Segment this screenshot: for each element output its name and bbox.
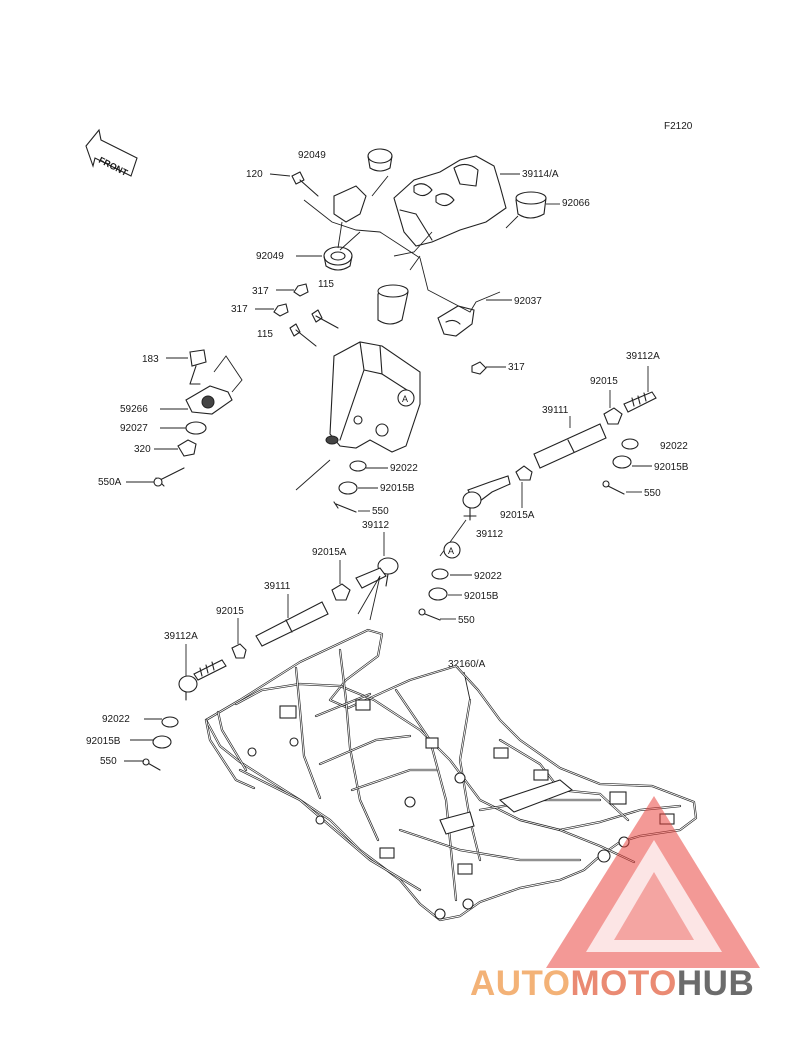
label-550-right: 550 — [644, 488, 661, 499]
bracket-lower-parts — [333, 460, 367, 513]
tie-rod-right-group — [439, 391, 657, 557]
label-550a: 550A — [98, 477, 122, 488]
figure-code: F2120 — [664, 121, 693, 132]
label-317-a: 317 — [252, 286, 269, 297]
label-39112-left: 39112 — [362, 520, 390, 531]
label-92049-mid: 92049 — [256, 251, 284, 262]
label-92015a-left: 92015A — [312, 547, 347, 558]
label-92015a-right: 92015A — [500, 510, 535, 521]
main-frame — [204, 628, 698, 922]
label-92015b-ctr: 92015B — [464, 591, 499, 602]
label-39112-right: 39112 — [476, 529, 504, 540]
center-small-parts — [418, 568, 449, 621]
label-59266: 59266 — [120, 404, 148, 415]
label-317-b: 317 — [231, 304, 248, 315]
label-92015b-right: 92015B — [654, 462, 689, 473]
watermark-logo-icon — [546, 796, 760, 968]
label-320: 320 — [134, 444, 151, 455]
label-39111-left: 39111 — [264, 581, 291, 592]
label-39114a: 39114/A — [522, 169, 559, 180]
label-39112a-right: 39112A — [626, 351, 660, 362]
label-92022-ctr: 92022 — [474, 571, 502, 582]
label-39111-right: 39111 — [542, 405, 569, 416]
watermark-part-moto: MOTO — [571, 964, 677, 1003]
label-550-ctr: 550 — [458, 615, 475, 626]
label-92022-left: 92022 — [102, 714, 130, 725]
tie-rod-left-group — [142, 557, 399, 771]
label-317-c: 317 — [508, 362, 525, 373]
callout-a-lower-text: A — [448, 546, 454, 556]
label-39112a-left: 39112A — [164, 631, 198, 642]
label-92022-right: 92022 — [660, 441, 688, 452]
svg-text:AUTOMOTOHUB: AUTOMOTOHUB — [470, 964, 754, 1003]
label-550-mid: 550 — [372, 506, 389, 517]
label-115-mid: 115 — [257, 329, 273, 340]
label-92022-mid: 92022 — [390, 463, 418, 474]
label-92015-left: 92015 — [216, 606, 244, 617]
callout-a-lower — [443, 541, 461, 559]
label-183: 183 — [142, 354, 159, 365]
label-92037: 92037 — [514, 296, 542, 307]
label-120: 120 — [246, 169, 263, 180]
handlebar-holder-group: A — [273, 148, 547, 491]
label-92015b-mid: 92015B — [380, 483, 415, 494]
label-550-left: 550 — [100, 756, 117, 767]
label-92027: 92027 — [120, 423, 148, 434]
label-32160a: 32160/A — [448, 659, 486, 670]
label-92015b-left: 92015B — [86, 736, 121, 747]
label-115-top: 115 — [318, 279, 334, 290]
callout-a-upper: A — [402, 394, 408, 404]
watermark-part-auto: AUTO — [470, 964, 571, 1003]
label-92015-right: 92015 — [590, 376, 618, 387]
front-arrow-icon: FRONT — [85, 128, 138, 178]
watermark-text: AUTOMOTOHUB — [470, 964, 754, 1003]
steering-bearing-group — [153, 349, 243, 487]
watermark-part-hub: HUB — [677, 964, 754, 1003]
label-92066: 92066 — [562, 198, 590, 209]
label-92049-top: 92049 — [298, 150, 326, 161]
